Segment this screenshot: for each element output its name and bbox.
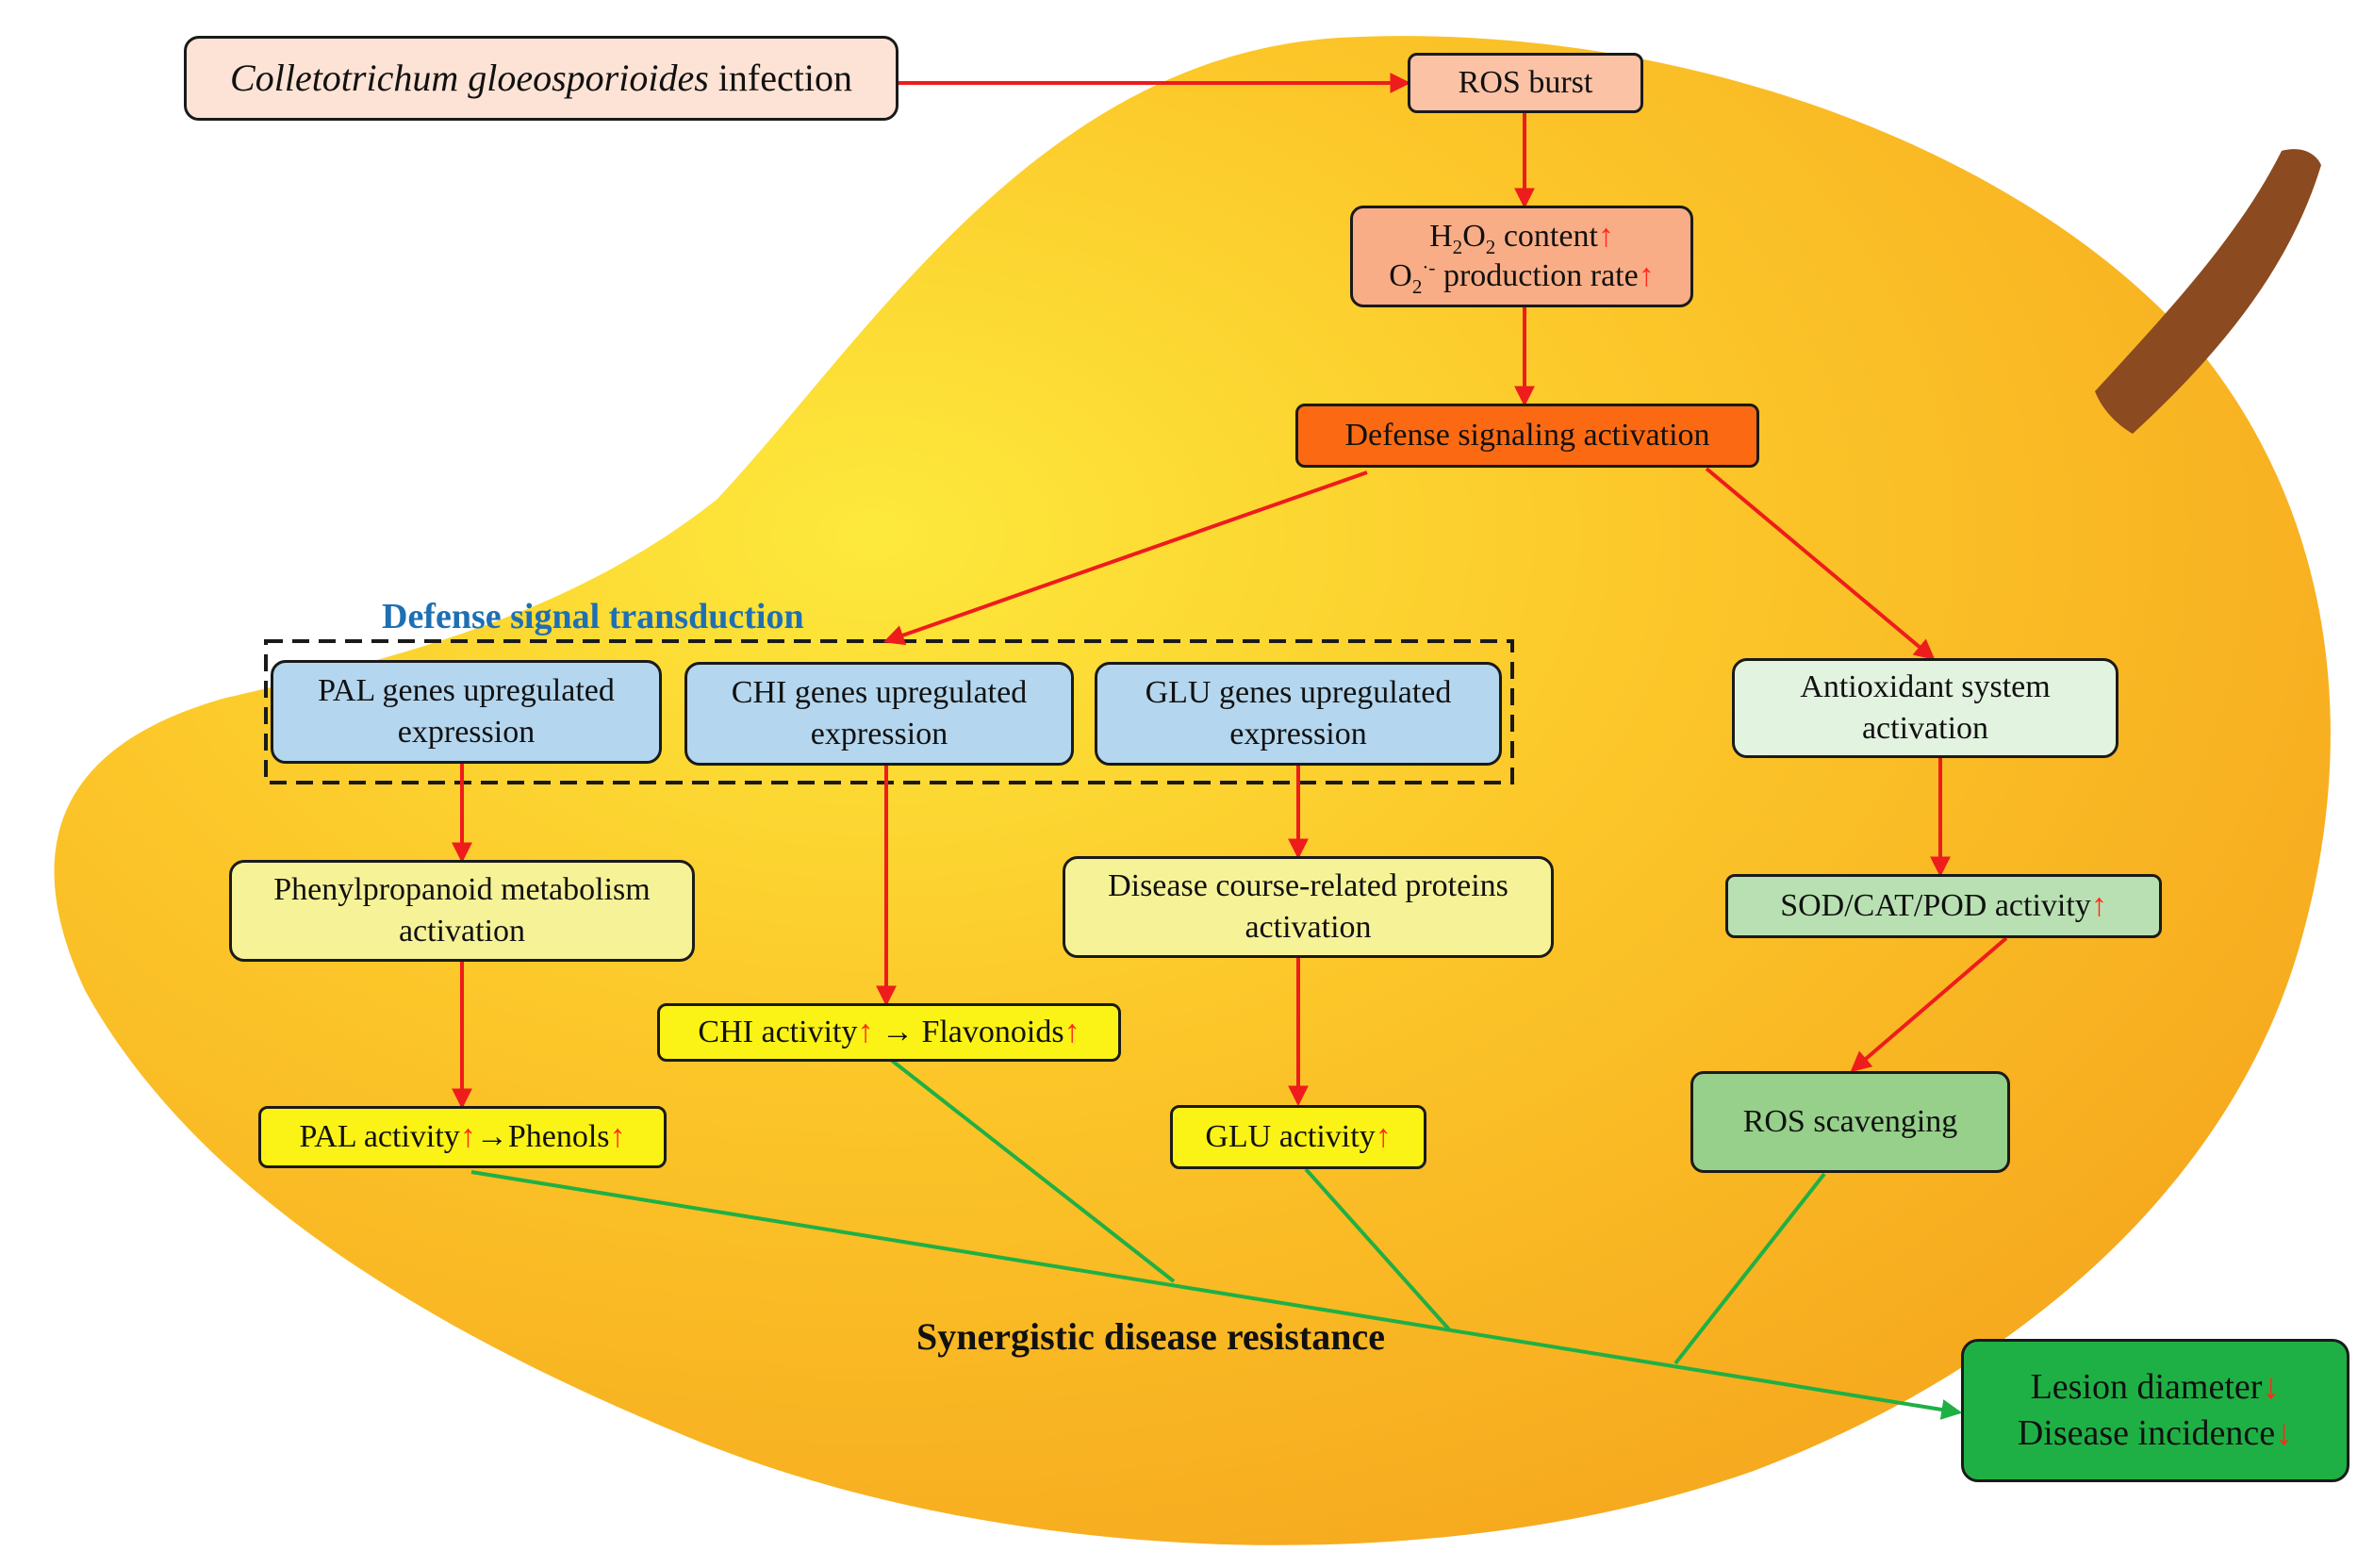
outcome-node: Lesion diameter↓ Disease incidence↓ — [1961, 1339, 2349, 1482]
transduction-title: Defense signal transduction — [382, 597, 804, 636]
ros-scavenging-node: ROS scavenging — [1690, 1071, 2010, 1173]
arrow-signaling-to-antioxidant — [1705, 467, 1936, 661]
sod-cat-pod-node: SOD/CAT/POD activity↑ — [1725, 874, 2162, 938]
line-chi-to-junction — [889, 1058, 1176, 1283]
arrow-sod-to-ros-scavenging — [1850, 936, 2008, 1073]
infection-node: Colletotrichum gloeosporioides infection — [184, 36, 898, 121]
o2-production-line: O2·- production rate↑ — [1389, 256, 1655, 298]
synergistic-label: Synergistic disease resistance — [916, 1315, 1385, 1358]
infection-label: Colletotrichum gloeosporioides infection — [230, 57, 852, 99]
h2o2-node: H2O2 content↑ O2·- production rate↑ — [1350, 206, 1693, 307]
arrow-signaling-to-transduction — [882, 470, 1368, 646]
line-glu-to-junction — [1304, 1167, 1451, 1331]
chi-activity-node: CHI activity↑ → Flavonoids↑ — [657, 1003, 1121, 1062]
defense-signaling-node: Defense signaling activation — [1295, 404, 1759, 468]
pal-activity-node: PAL activity↑→Phenols↑ — [258, 1106, 667, 1168]
line-pal-to-outcome — [470, 1170, 1963, 1420]
chi-genes-node: CHI genes upregulated expression — [684, 662, 1074, 766]
phenylpropanoid-node: Phenylpropanoid metabolism activation — [229, 860, 695, 962]
glu-activity-node: GLU activity↑ — [1170, 1105, 1426, 1169]
glu-genes-node: GLU genes upregulated expression — [1095, 662, 1502, 766]
ros-burst-node: ROS burst — [1408, 53, 1643, 113]
h2o2-content-line: H2O2 content↑ — [1429, 218, 1614, 258]
disease-proteins-node: Disease course-related proteins activati… — [1063, 856, 1554, 958]
pal-genes-node: PAL genes upregulated expression — [271, 660, 662, 764]
antioxidant-node: Antioxidant system activation — [1732, 658, 2118, 758]
line-ros-scavenging-to-junction — [1673, 1172, 1826, 1365]
mango-stem — [2095, 149, 2321, 434]
